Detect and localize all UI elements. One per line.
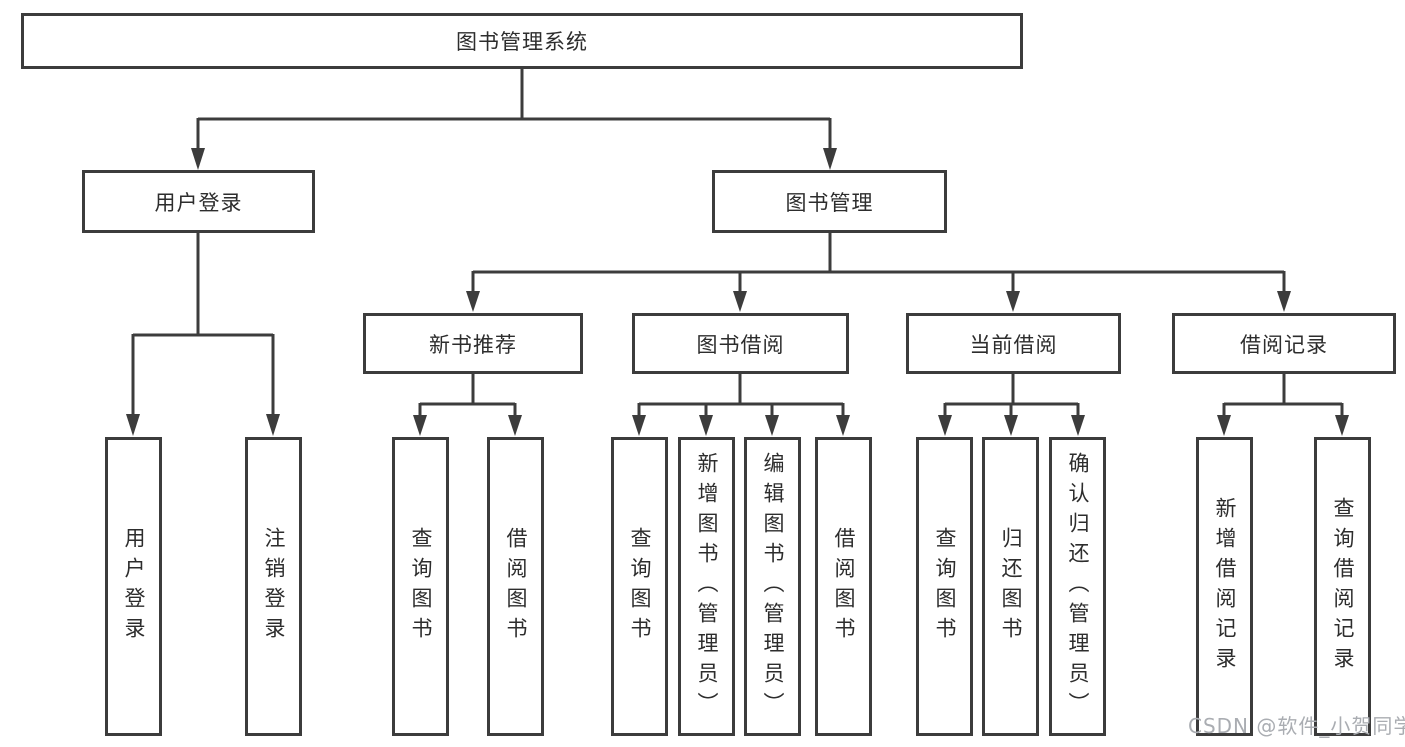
node-book-management-module: 图书管理 <box>712 170 947 233</box>
node-borrowing-records: 借阅记录 <box>1172 313 1396 374</box>
leaf-query-books-recommend: 查询图书 <box>392 437 449 736</box>
node-label: 归还图书 <box>999 526 1023 647</box>
leaf-query-borrow-record: 查询借阅记录 <box>1314 437 1371 736</box>
leaf-borrow-books: 借阅图书 <box>815 437 872 736</box>
leaf-add-books-admin: 新增图书（管理员） <box>678 437 735 736</box>
node-label: 图书管理 <box>785 190 874 215</box>
node-label: 新增借阅记录 <box>1213 496 1237 677</box>
node-library-management-system: 图书管理系统 <box>21 13 1023 69</box>
node-label: 借阅图书 <box>504 526 528 647</box>
node-label: 用户登录 <box>154 190 243 215</box>
node-label: 确认归还（管理员） <box>1066 451 1090 722</box>
node-label: 注销登录 <box>262 526 286 647</box>
arrowheads <box>126 148 1349 436</box>
leaf-return-books: 归还图书 <box>982 437 1039 736</box>
leaf-query-books-borrow: 查询图书 <box>611 437 668 736</box>
csdn-watermark: CSDN @软件_小贺同学 <box>1188 714 1405 738</box>
node-book-borrowing: 图书借阅 <box>632 313 849 374</box>
node-label: 图书借阅 <box>696 332 785 357</box>
node-label: 新书推荐 <box>429 332 517 357</box>
leaf-edit-books-admin: 编辑图书（管理员） <box>744 437 801 736</box>
node-label: 查询图书 <box>409 526 433 647</box>
leaf-user-login: 用户登录 <box>105 437 162 736</box>
node-new-book-recommendation: 新书推荐 <box>363 313 583 374</box>
node-label: 借阅图书 <box>832 526 856 647</box>
node-current-borrowing: 当前借阅 <box>906 313 1121 374</box>
node-label: 查询图书 <box>628 526 652 647</box>
node-label: 新增图书（管理员） <box>695 451 719 722</box>
leaf-borrow-books-recommend: 借阅图书 <box>487 437 544 736</box>
leaf-confirm-return-admin: 确认归还（管理员） <box>1049 437 1106 736</box>
node-label: 查询借阅记录 <box>1331 496 1355 677</box>
node-label: 查询图书 <box>933 526 957 647</box>
node-label: 编辑图书（管理员） <box>761 451 785 722</box>
leaf-add-borrow-record: 新增借阅记录 <box>1196 437 1253 736</box>
node-user-login-module: 用户登录 <box>82 170 315 233</box>
leaf-logout: 注销登录 <box>245 437 302 736</box>
node-label: 图书管理系统 <box>456 30 588 54</box>
node-label: 借阅记录 <box>1240 332 1328 357</box>
leaf-query-books-current: 查询图书 <box>916 437 973 736</box>
node-label: 当前借阅 <box>969 332 1058 357</box>
node-label: 用户登录 <box>122 526 146 647</box>
